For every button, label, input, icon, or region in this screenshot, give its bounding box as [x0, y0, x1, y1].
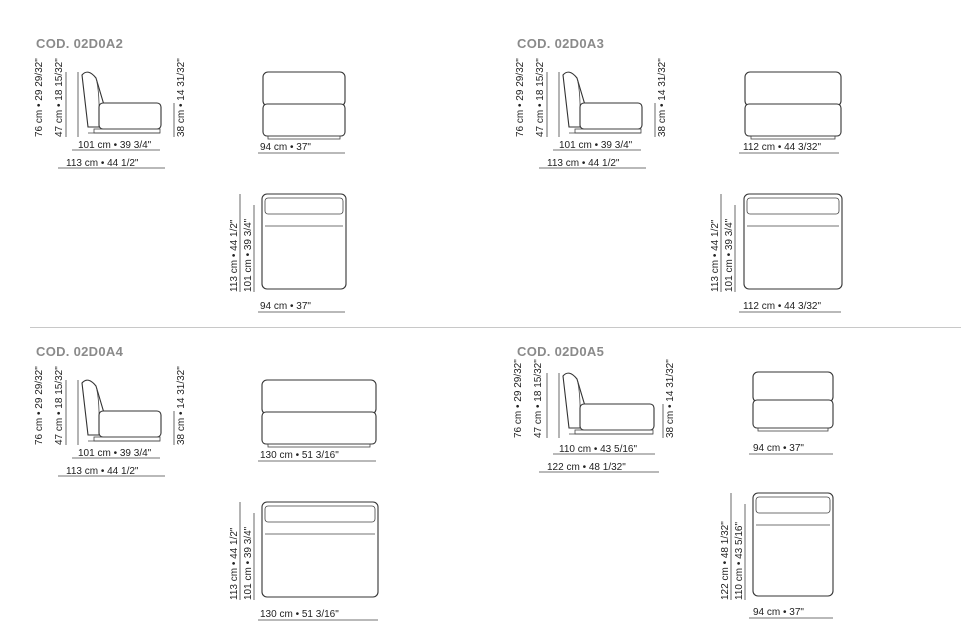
top-width-label: 112 cm • 44 3/32" [743, 301, 821, 312]
drawings-02d0a5: 76 cm • 29 29/32" 47 cm • 18 15/32" 38 c… [513, 359, 834, 619]
height-right-label: 38 cm • 14 31/32" [665, 359, 676, 438]
height-seat-label: 47 cm • 18 15/32" [54, 366, 65, 445]
panel-02d0a5: COD. 02D0A5 76 cm • 29 29/32" 47 cm • 18… [481, 308, 961, 623]
depth-total-label: 113 cm • 44 1/2" [547, 158, 620, 169]
top-depth-total-label: 122 cm • 48 1/32" [720, 521, 731, 600]
top-width-label: 130 cm • 51 3/16" [260, 609, 339, 620]
height-seat-label: 47 cm • 18 15/32" [535, 58, 546, 137]
depth-total-label: 113 cm • 44 1/2" [66, 158, 139, 169]
height-right-label: 38 cm • 14 31/32" [176, 366, 187, 445]
side-view: 76 cm • 29 29/32" 47 cm • 18 15/32" 38 c… [34, 58, 187, 169]
height-right-label: 38 cm • 14 31/32" [176, 58, 187, 137]
top-depth-total-label: 113 cm • 44 1/2" [229, 527, 240, 600]
height-total-label: 76 cm • 29 29/32" [515, 58, 526, 137]
code-title: COD. 02D0A2 [36, 36, 124, 51]
front-view: 130 cm • 51 3/16" [258, 379, 377, 462]
top-view: 113 cm • 44 1/2" 101 cm • 39 3/4" 94 cm … [229, 193, 347, 313]
height-total-label: 76 cm • 29 29/32" [34, 58, 45, 137]
height-total-label: 76 cm • 29 29/32" [34, 366, 45, 445]
top-depth-seat-label: 101 cm • 39 3/4" [724, 218, 735, 292]
side-view: 76 cm • 29 29/32" 47 cm • 18 15/32" 38 c… [513, 359, 676, 473]
section-divider [30, 327, 961, 328]
top-depth-total-label: 113 cm • 44 1/2" [710, 219, 721, 292]
top-width-label: 94 cm • 37" [753, 607, 804, 618]
top-depth-total-label: 113 cm • 44 1/2" [229, 219, 240, 292]
top-view: 113 cm • 44 1/2" 101 cm • 39 3/4" 112 cm… [710, 193, 843, 313]
panel-02d0a2: COD. 02D0A2 76 cm • 29 29/32" 47 cm • 18… [0, 0, 480, 315]
depth-seat-label: 110 cm • 43 5/16" [559, 444, 637, 455]
depth-total-label: 113 cm • 44 1/2" [66, 466, 139, 477]
side-view: 76 cm • 29 29/32" 47 cm • 18 15/32" 38 c… [34, 366, 187, 477]
top-view: 122 cm • 48 1/32" 110 cm • 43 5/16" 94 c… [720, 492, 834, 619]
top-width-label: 94 cm • 37" [260, 301, 311, 312]
height-seat-label: 47 cm • 18 15/32" [533, 359, 544, 438]
panel-02d0a4: COD. 02D0A4 76 cm • 29 29/32" 47 cm • 18… [0, 308, 480, 623]
side-view: 76 cm • 29 29/32" 47 cm • 18 15/32" 38 c… [515, 58, 668, 169]
code-title: COD. 02D0A5 [517, 344, 605, 359]
front-view: 94 cm • 37" [749, 371, 834, 455]
top-view: 113 cm • 44 1/2" 101 cm • 39 3/4" 130 cm… [229, 501, 379, 621]
front-width-label: 112 cm • 44 3/32" [743, 142, 821, 153]
top-depth-seat-label: 101 cm • 39 3/4" [243, 218, 254, 292]
front-view: 112 cm • 44 3/32" [739, 71, 842, 154]
height-total-label: 76 cm • 29 29/32" [513, 359, 524, 438]
depth-seat-label: 101 cm • 39 3/4" [78, 140, 152, 151]
top-depth-seat-label: 101 cm • 39 3/4" [243, 526, 254, 600]
drawings-02d0a2: 76 cm • 29 29/32" 47 cm • 18 15/32" 38 c… [34, 58, 347, 313]
front-width-label: 94 cm • 37" [753, 443, 804, 454]
depth-total-label: 122 cm • 48 1/32" [547, 462, 626, 473]
panel-02d0a3: COD. 02D0A3 76 cm • 29 29/32" 47 cm • 18… [481, 0, 961, 315]
drawings-02d0a4: 76 cm • 29 29/32" 47 cm • 18 15/32" 38 c… [34, 366, 379, 621]
drawings-02d0a3: 76 cm • 29 29/32" 47 cm • 18 15/32" 38 c… [515, 58, 843, 313]
height-right-label: 38 cm • 14 31/32" [657, 58, 668, 137]
front-width-label: 94 cm • 37" [260, 142, 311, 153]
front-width-label: 130 cm • 51 3/16" [260, 450, 339, 461]
top-depth-seat-label: 110 cm • 43 5/16" [734, 522, 745, 600]
front-view: 94 cm • 37" [258, 71, 346, 154]
depth-seat-label: 101 cm • 39 3/4" [559, 140, 633, 151]
code-title: COD. 02D0A3 [517, 36, 605, 51]
code-title: COD. 02D0A4 [36, 344, 124, 359]
depth-seat-label: 101 cm • 39 3/4" [78, 448, 152, 459]
height-seat-label: 47 cm • 18 15/32" [54, 58, 65, 137]
